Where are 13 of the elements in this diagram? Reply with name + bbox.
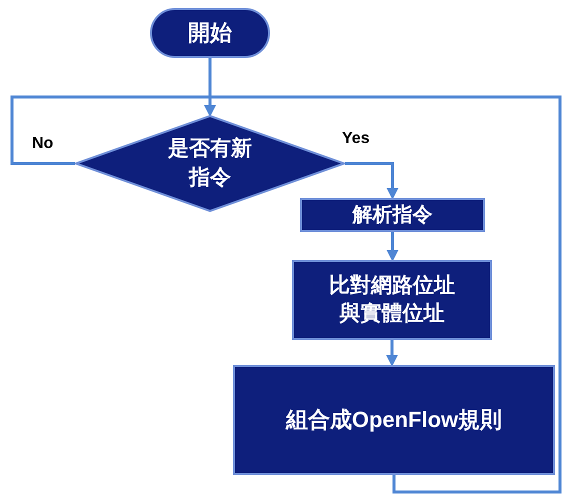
start-terminal: [150, 8, 270, 58]
node-text: 比對網路位址與實體位址: [328, 272, 456, 327]
node-text: 是否有新指令: [167, 136, 253, 190]
node-text: 開始: [188, 19, 232, 48]
process-box: [292, 260, 492, 340]
arrow: [386, 340, 398, 367]
node-text: 組合成OpenFlow規則: [286, 406, 502, 434]
arrow: [204, 96, 562, 494]
process-box: [233, 365, 555, 475]
arrow: [386, 232, 398, 262]
process-box: [300, 198, 485, 232]
arrow: [345, 162, 398, 200]
node-text: 解析指令: [352, 202, 432, 228]
